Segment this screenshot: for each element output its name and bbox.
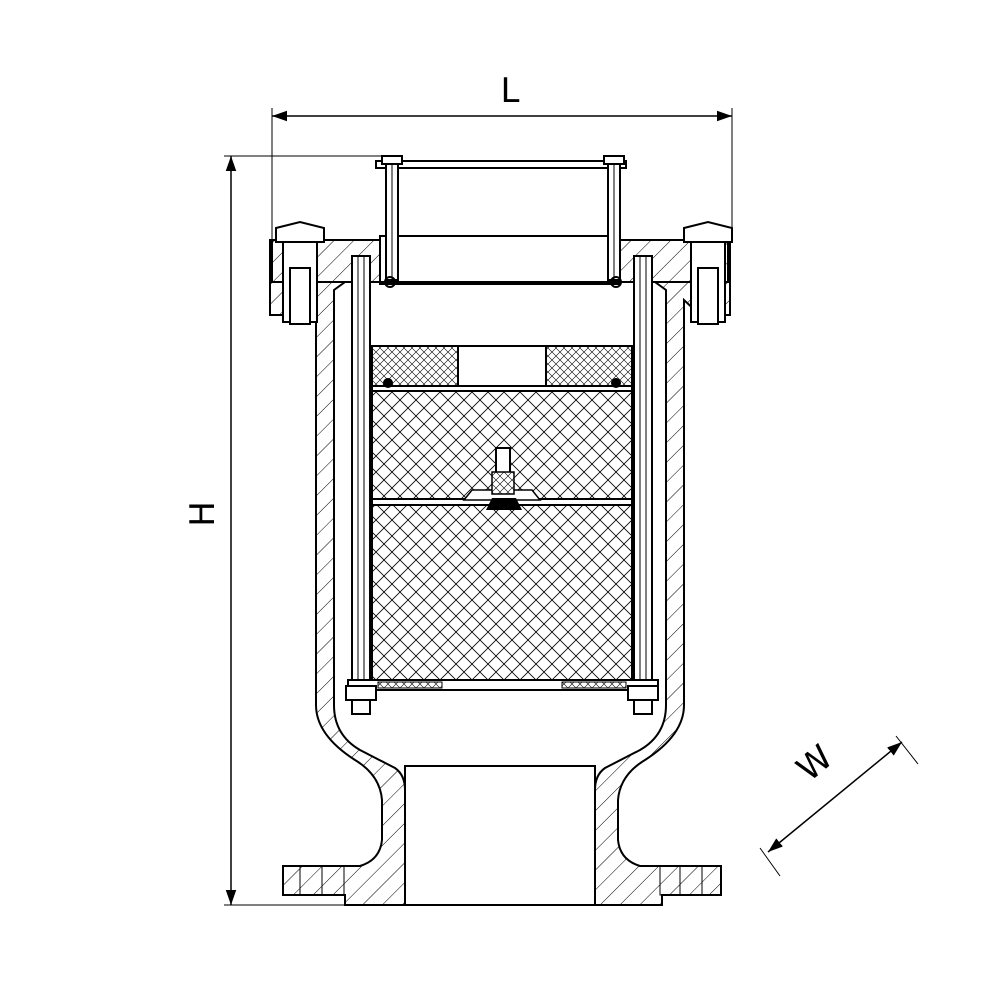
guide-rod-right: [633, 255, 653, 687]
centre-valve-element: [462, 447, 542, 510]
cover-stud-right: [603, 155, 625, 288]
o-ring-right: [611, 378, 621, 388]
top-cover: [271, 160, 729, 285]
dimension-width: W: [759, 735, 919, 877]
width-label: W: [789, 737, 840, 789]
dimension-height: H: [183, 155, 395, 906]
height-label: H: [183, 501, 223, 527]
dimension-length: L: [271, 71, 733, 240]
bottom-nut-left: [345, 685, 377, 715]
flange-bolt-left: [275, 220, 325, 325]
length-label: L: [501, 71, 520, 111]
o-ring-left: [383, 378, 393, 388]
guide-rod-left: [351, 255, 371, 687]
bottom-nut-right: [627, 685, 659, 715]
flange-bolt-right: [683, 220, 733, 325]
cover-stud-left: [381, 155, 403, 288]
float-assembly: [347, 345, 659, 691]
